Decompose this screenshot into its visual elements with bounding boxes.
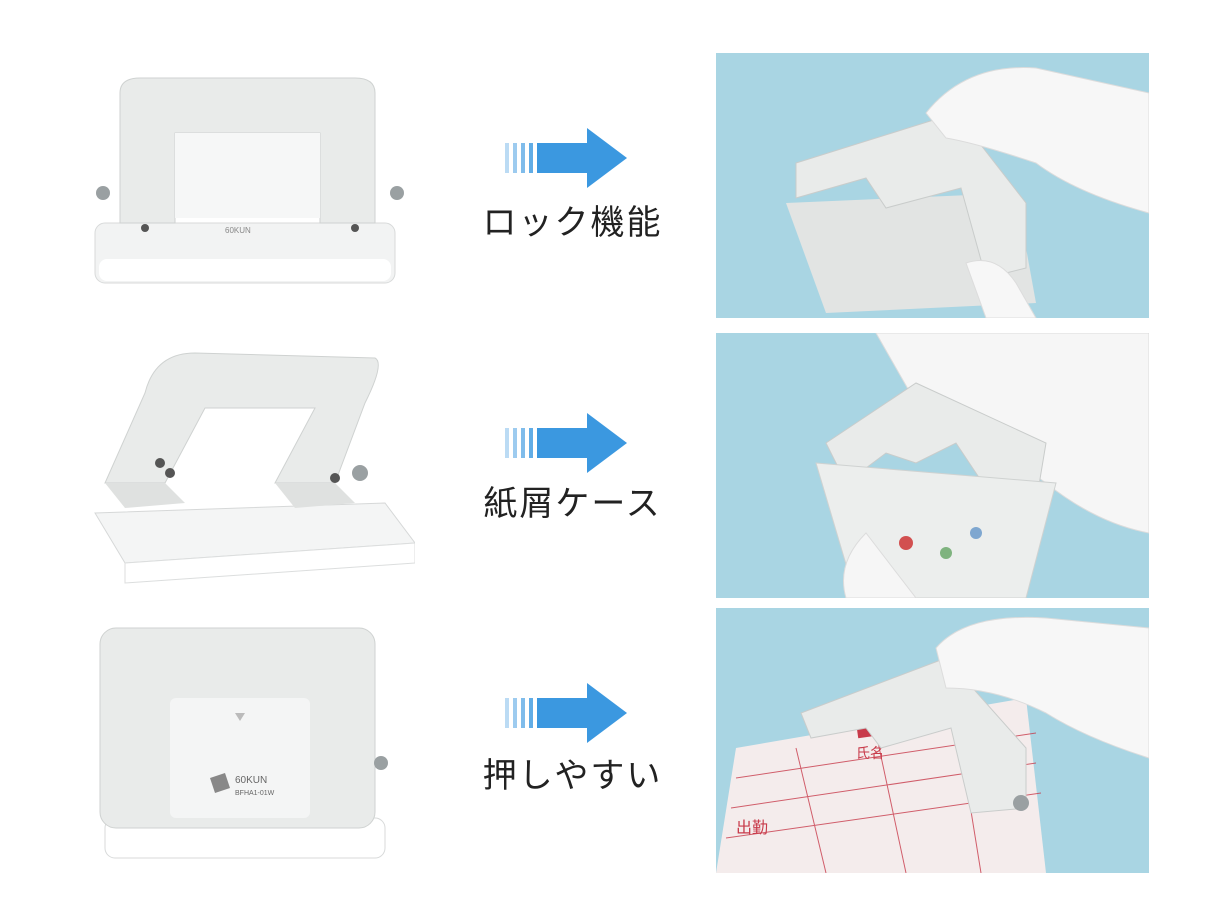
arrow-right-icon [505, 413, 627, 473]
feature-caption: 押しやすい [482, 756, 663, 796]
form-text: 氏名 [856, 746, 884, 762]
chip-case-demo-photo [716, 333, 1149, 598]
punch-front-view-image: 60KUN [94, 77, 404, 284]
lock-demo-photo [716, 53, 1149, 318]
feature-caption: 紙屑ケース [483, 484, 662, 524]
feature-row-easy-press: 60KUN BFHA1-01W 押しやすい 出勤 氏名 [0, 608, 1230, 873]
feature-caption: ロック機能 [482, 203, 663, 243]
arrow-right-icon [505, 128, 627, 188]
brand-label: 60KUN [235, 775, 267, 786]
model-label: BFHA1-01W [235, 790, 275, 797]
feature-row-lock: 60KUN ロック機能 [0, 53, 1230, 318]
arrow-right-icon [505, 683, 627, 743]
punch-angle-view-image [94, 352, 415, 584]
easy-press-demo-photo: 出勤 氏名 [716, 608, 1149, 873]
form-text: 出勤 [736, 818, 768, 837]
feature-row-chip-case: 紙屑ケース [0, 333, 1230, 598]
svg-text:60KUN: 60KUN [225, 226, 251, 235]
punch-top-view-image: 60KUN BFHA1-01W [99, 627, 388, 859]
